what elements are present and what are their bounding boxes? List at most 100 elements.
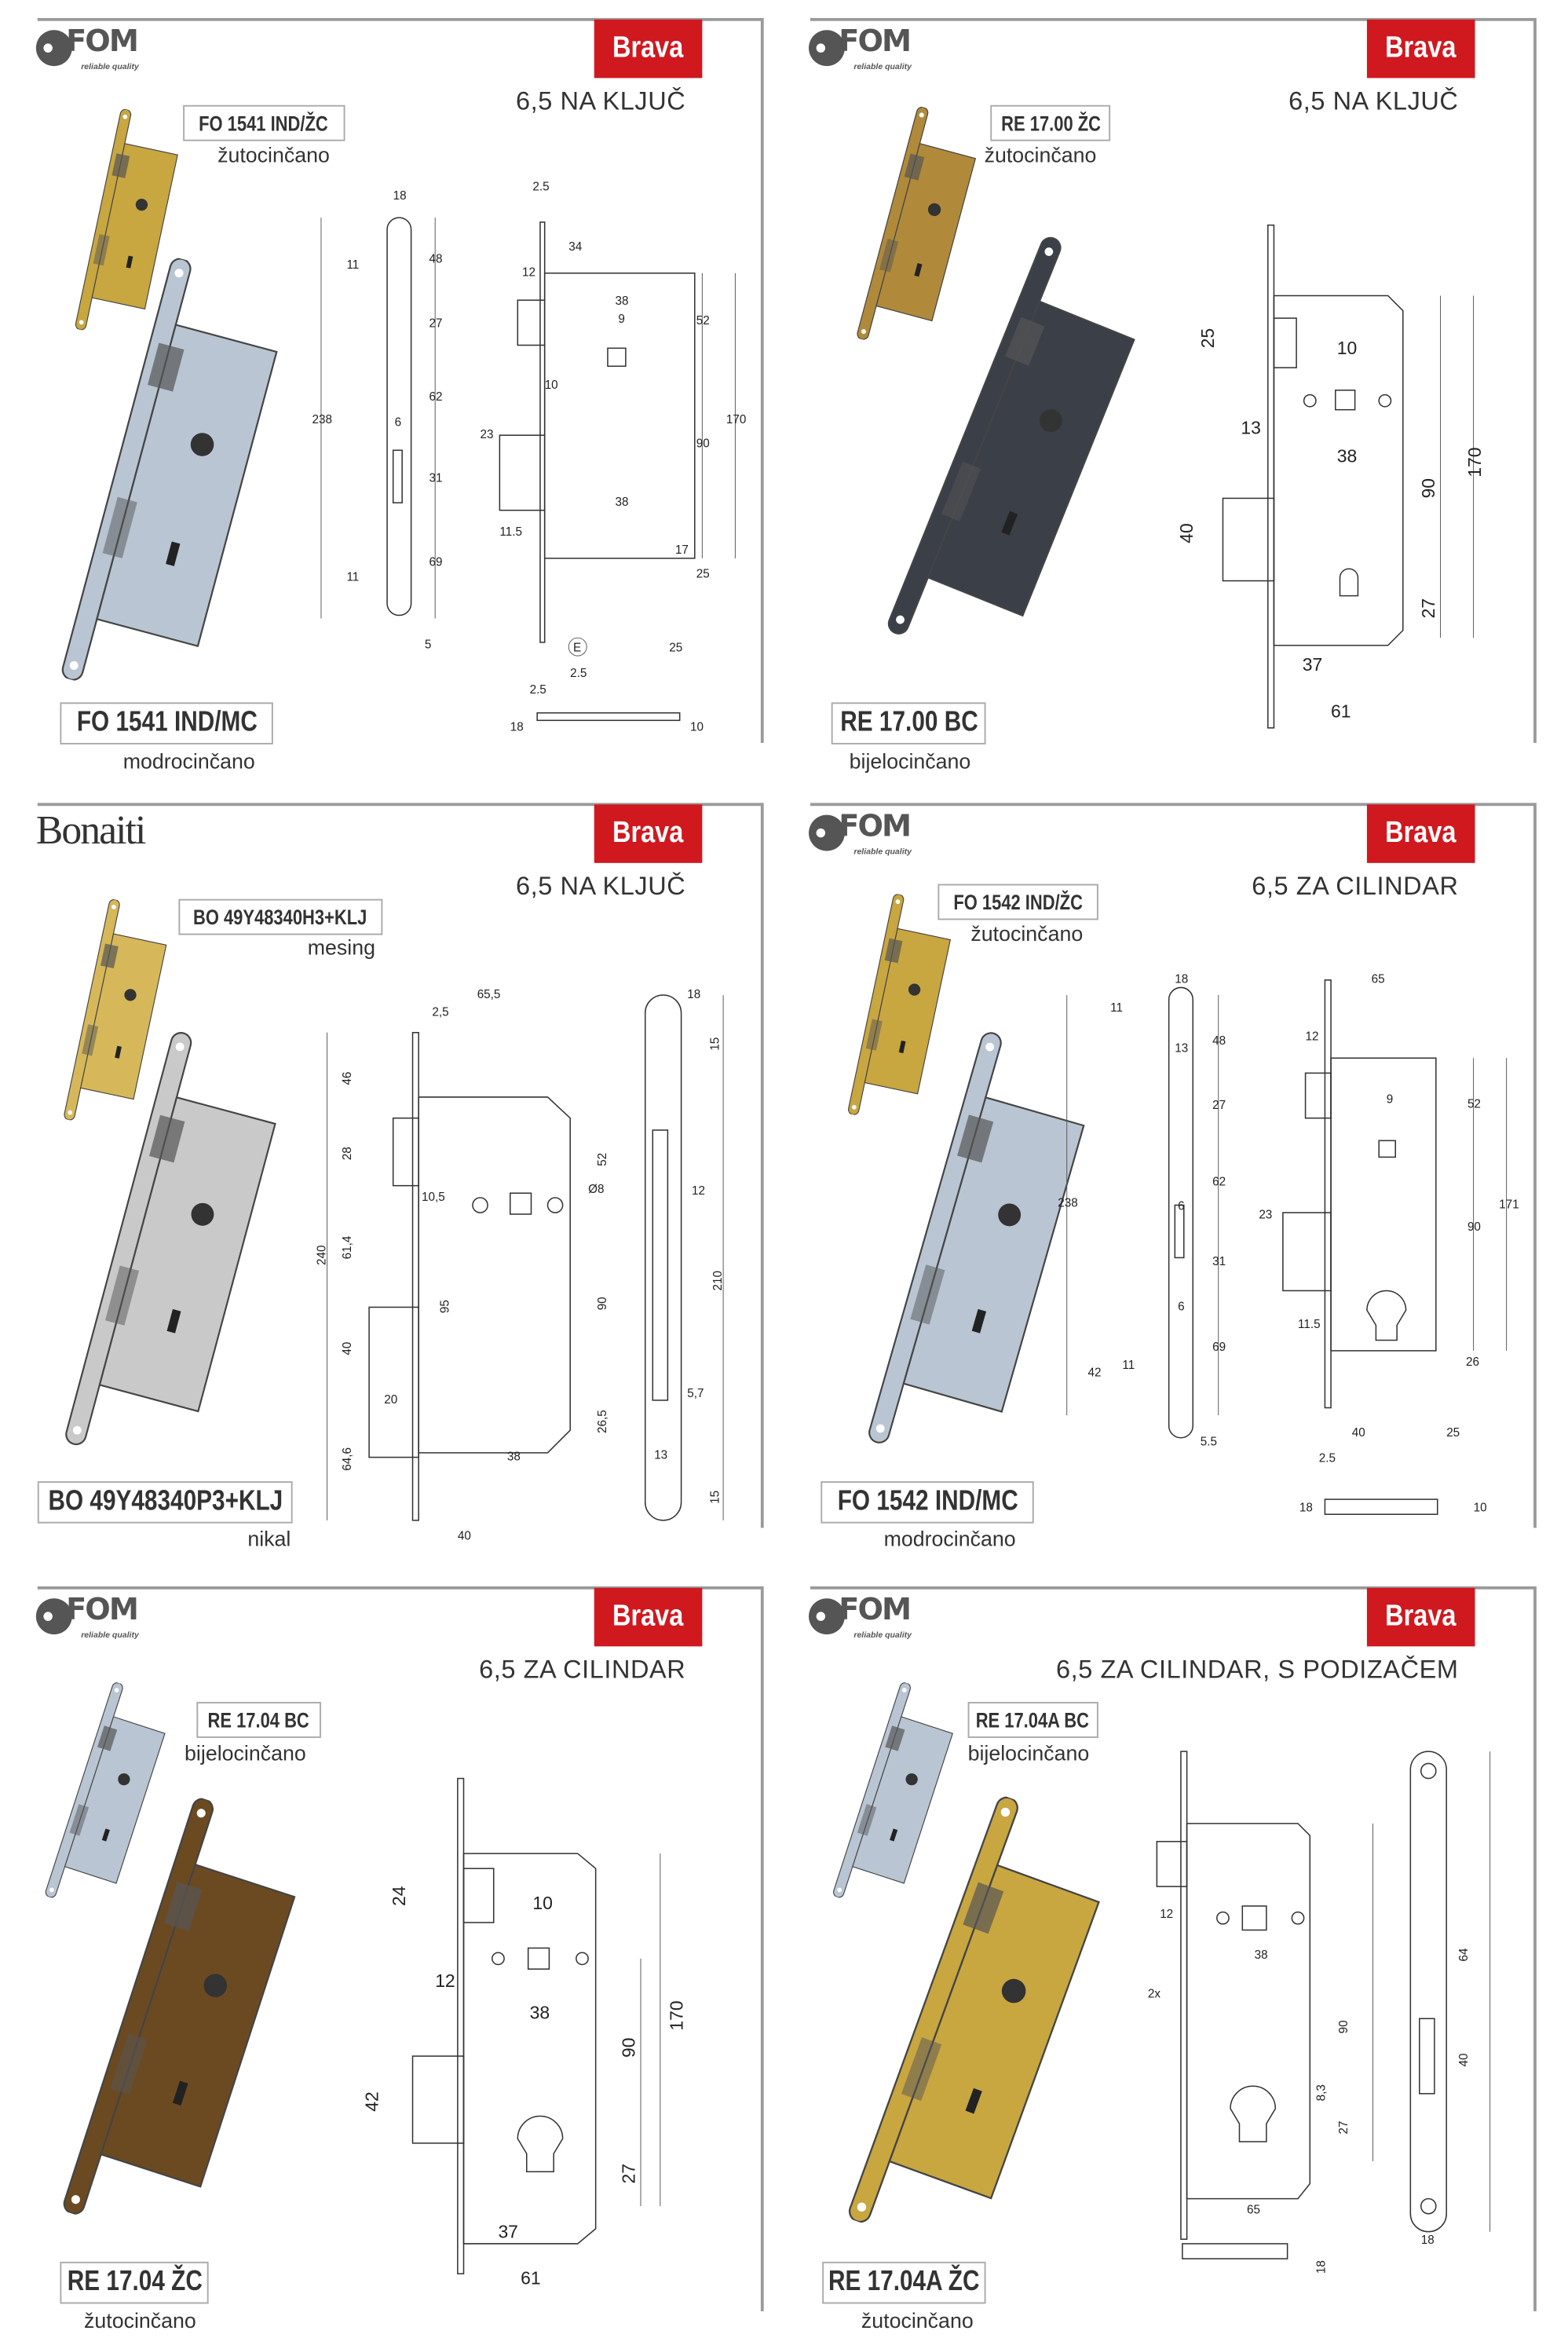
- top-finish: žutocinčano: [984, 142, 1097, 167]
- dim-label: 34: [568, 240, 582, 254]
- divider: [760, 803, 764, 1528]
- dim-label: 12: [1160, 1908, 1173, 1921]
- category-badge: Brava: [594, 804, 703, 863]
- dim-label: 6: [395, 416, 402, 430]
- product-title: 6,5 NA KLJUČ: [515, 872, 686, 901]
- dim-label: 18: [1314, 2260, 1328, 2274]
- dim-label: 6: [1178, 1199, 1185, 1213]
- dim-label: 25: [696, 568, 710, 581]
- bottom-product-code: FO 1541 IND/MC: [60, 702, 273, 745]
- dim-label: 38: [1255, 1948, 1268, 1962]
- product-title: 6,5 NA KLJUČ: [515, 86, 686, 116]
- bottom-finish: modrocinčano: [122, 748, 255, 774]
- dim-label: 62: [1212, 1176, 1226, 1189]
- dim-label: 27: [1418, 598, 1438, 619]
- code-text: FO 1542 IND/ŽC: [953, 890, 1083, 914]
- top-product-code: BO 49Y48340H3+KLJ: [178, 898, 383, 935]
- product-title: 6,5 ZA CILINDAR: [1252, 872, 1459, 901]
- dim-label: 26,5: [596, 1410, 609, 1433]
- dim-label: 61: [521, 2268, 541, 2289]
- code-text: FO 1542 IND/MC: [837, 1485, 1018, 1518]
- top-finish: bijelocinčano: [185, 1740, 306, 1765]
- code-text: BO 49Y48340P3+KLJ: [47, 1485, 283, 1518]
- bottom-product-code: RE 17.04 ŽC: [60, 2261, 209, 2304]
- dim-label: 15: [708, 1037, 722, 1051]
- dim-label: 18: [393, 189, 407, 203]
- dim-label: 11: [346, 571, 359, 584]
- product-title: 6,5 NA KLJUČ: [1288, 86, 1459, 116]
- dim-label: 2.5: [532, 181, 549, 194]
- dim-label: 12: [435, 1970, 455, 1991]
- lock-photo-bronze: [855, 105, 985, 357]
- dim-label: 38: [616, 496, 629, 509]
- code-text: FO 1541 IND/ŽC: [199, 111, 329, 135]
- dim-label: 27: [1337, 2120, 1351, 2134]
- dim-label: 24: [389, 1886, 409, 1906]
- dim-label: 5.5: [1201, 1435, 1217, 1448]
- technical-drawing: 18 11 48 27 62 238 6 31 69 11 5 2.5 34 1…: [59, 108, 746, 734]
- top-product-code: RE 17.04 BC: [196, 1702, 321, 1738]
- logo-text: FOM: [66, 22, 139, 59]
- code-text: FO 1541 IND/MC: [76, 707, 258, 739]
- dim-label: 90: [696, 437, 710, 450]
- dim-label: 90: [596, 1297, 609, 1310]
- category-badge: Brava: [1366, 19, 1475, 79]
- dim-label: 11.5: [1298, 1318, 1321, 1331]
- divider: [1533, 17, 1537, 743]
- dim-label: 2.5: [530, 683, 546, 697]
- product-panel-bo49y: Bonaiti Brava 6,5 NA KLJUČ BO 49Y48340H3…: [0, 785, 773, 1565]
- dim-label: 2,5: [432, 1006, 448, 1019]
- dim-label: 48: [1212, 1034, 1226, 1048]
- dim-label: 18: [1175, 973, 1188, 986]
- bottom-finish: nikal: [247, 1526, 291, 1551]
- dim-label: 10: [1474, 1501, 1487, 1514]
- dim-label: 15: [708, 1491, 722, 1504]
- dim-label: 17: [675, 543, 689, 557]
- top-finish: žutocinčano: [970, 921, 1084, 946]
- key-icon: [35, 1598, 72, 1635]
- dim-label: 40: [1352, 1426, 1365, 1440]
- dim-label: 65: [1247, 2204, 1260, 2217]
- dim-label: 40: [1176, 523, 1197, 543]
- dim-label: 9: [618, 313, 625, 326]
- dim-label: 38: [507, 1450, 521, 1463]
- badge-label: Brava: [1385, 816, 1457, 850]
- dim-label: 8,3: [1314, 2084, 1328, 2101]
- dim-label: 95: [438, 1300, 451, 1313]
- technical-drawing: 65,5 2,5 18 46 15 28 52 Ø8 12 10,5 240 6…: [63, 898, 725, 1543]
- dim-label: 52: [596, 1153, 609, 1166]
- dim-label: 13: [1175, 1042, 1188, 1056]
- lock-photo-white: [43, 1681, 176, 1916]
- lock-photo-nickel: [63, 1030, 293, 1474]
- top-product-code: FO 1542 IND/ŽC: [938, 884, 1098, 920]
- product-title: 6,5 ZA CILINDAR, S PODIZAČEM: [1055, 1655, 1459, 1685]
- code-text: RE 17.04 ŽC: [66, 2266, 203, 2298]
- top-finish: mesing: [307, 935, 376, 960]
- dim-label: 11: [1122, 1359, 1135, 1372]
- dim-label: 10: [532, 1893, 553, 1913]
- dim-label: 37: [1303, 654, 1323, 675]
- dim-label: 27: [1212, 1099, 1226, 1112]
- dim-label: 2x: [1148, 1988, 1160, 2001]
- key-icon: [35, 30, 72, 67]
- dim-label: 38: [1337, 446, 1358, 467]
- dim-label: 171: [1499, 1198, 1519, 1211]
- dim-label: 69: [429, 555, 443, 569]
- dim-label: 238: [312, 413, 331, 426]
- dim-label: 11: [346, 258, 359, 272]
- dim-label: 42: [1087, 1366, 1101, 1379]
- bottom-finish: žutocinčano: [84, 2308, 196, 2333]
- dim-label: 13: [654, 1448, 667, 1462]
- dim-label: 12: [1306, 1030, 1319, 1043]
- dim-label: 25: [669, 641, 682, 654]
- lock-photo-blue: [59, 255, 294, 711]
- bottom-product-code: FO 1542 IND/MC: [821, 1481, 1034, 1524]
- top-product-code: RE 17.04A BC: [967, 1702, 1098, 1738]
- badge-label: Brava: [612, 816, 684, 850]
- top-product-code: FO 1541 IND/ŽC: [183, 104, 345, 141]
